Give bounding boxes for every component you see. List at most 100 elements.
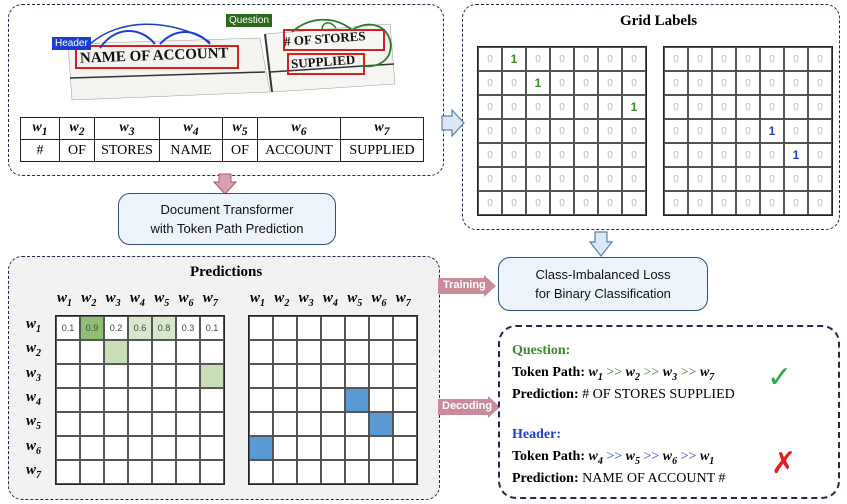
- prediction-cell: [345, 364, 369, 388]
- prediction-cell: [152, 388, 176, 412]
- prediction-cell: [273, 436, 297, 460]
- prediction-cell: [321, 412, 345, 436]
- prediction-cell: [321, 436, 345, 460]
- grid-label-cell: 0: [574, 143, 598, 167]
- document-scan-illustration: [67, 18, 396, 101]
- grid-label-cell: 0: [478, 95, 502, 119]
- prediction-cell: [369, 316, 393, 340]
- token-value: #: [20, 139, 60, 162]
- header-pred-label: Prediction:: [512, 471, 583, 486]
- token-value: SUPPLIED: [340, 139, 424, 162]
- header-title: Header:: [512, 427, 561, 442]
- prediction-cell: [200, 340, 224, 364]
- grid-label-cell: 0: [598, 167, 622, 191]
- prediction-cell: [321, 340, 345, 364]
- grid-label-cell: 0: [712, 191, 736, 215]
- grid-label-cell: 1: [622, 95, 646, 119]
- prediction-cell: [80, 460, 104, 484]
- prediction-cell: 0.9: [80, 316, 104, 340]
- cross-icon: ✗: [771, 446, 797, 481]
- grid-label-cell: 0: [736, 71, 760, 95]
- prediction-cell: [297, 460, 321, 484]
- decoding-arrow: Decoding: [438, 396, 500, 418]
- token-table-value-row: # OF STORES NAME OF ACCOUNT SUPPLIED: [20, 139, 424, 162]
- grid-label-cell: 0: [622, 191, 646, 215]
- grid-label-cell: 0: [688, 71, 712, 95]
- header-path-value: w4 >> w5 >> w6 >> w1: [588, 449, 715, 467]
- prediction-cell: [321, 460, 345, 484]
- prediction-cell: 0.2: [104, 316, 128, 340]
- prediction-cell: [152, 460, 176, 484]
- question-tag: Question: [226, 14, 273, 27]
- prediction-cell: [249, 364, 273, 388]
- prediction-cell: [80, 388, 104, 412]
- prediction-cell: [321, 364, 345, 388]
- prediction-cell: [273, 316, 297, 340]
- prediction-cell: [393, 412, 417, 436]
- prediction-cell: [80, 436, 104, 460]
- grid-label-cell: 0: [784, 167, 808, 191]
- prediction-cell: [56, 388, 80, 412]
- prediction-cell: [176, 388, 200, 412]
- grid-label-cell: 0: [478, 191, 502, 215]
- grid-label-cell: 0: [784, 95, 808, 119]
- prediction-cell: [176, 412, 200, 436]
- grid-label-cell: 0: [478, 143, 502, 167]
- grid-label-cell: 0: [526, 119, 550, 143]
- token-header-w4: w4: [159, 117, 223, 140]
- grid-label-cell: 1: [502, 47, 526, 71]
- prediction-row-label: w6: [26, 437, 42, 457]
- prediction-row-label: w7: [26, 461, 42, 481]
- prediction-cell: [152, 412, 176, 436]
- header-pred-value: NAME OF ACCOUNT #: [582, 471, 726, 486]
- prediction-cell: [176, 340, 200, 364]
- prediction-cell: [249, 412, 273, 436]
- prediction-cell: [200, 412, 224, 436]
- prediction-col-label: w1: [57, 290, 73, 309]
- grid-label-cell: 0: [478, 71, 502, 95]
- decoding-label: Decoding: [442, 400, 493, 412]
- prediction-cell: [393, 340, 417, 364]
- token-header-w5: w5: [222, 117, 258, 140]
- prediction-cell: [369, 340, 393, 364]
- grid-label-cell: 0: [808, 119, 832, 143]
- grid-label-cell: 0: [478, 47, 502, 71]
- grid-label-cell: 0: [688, 119, 712, 143]
- grid-label-cell: 1: [784, 143, 808, 167]
- transformer-line2: with Token Path Prediction: [150, 221, 304, 236]
- prediction-cell: [297, 364, 321, 388]
- training-arrow: Training: [438, 275, 496, 297]
- prediction-cell: [321, 316, 345, 340]
- grid-label-cell: 0: [712, 47, 736, 71]
- prediction-cell: [80, 412, 104, 436]
- prediction-cell: [104, 436, 128, 460]
- grid-label-cell: 0: [526, 143, 550, 167]
- prediction-col-label: w7: [395, 290, 411, 309]
- prediction-cell: [56, 460, 80, 484]
- grid-labels-title: Grid Labels: [620, 13, 698, 29]
- grid-label-cell: 0: [478, 167, 502, 191]
- loss-line2: for Binary Classification: [535, 286, 671, 301]
- prediction-row-label: w3: [26, 364, 42, 384]
- grid-label-cell: 0: [574, 167, 598, 191]
- grid-label-cell: 0: [808, 191, 832, 215]
- token-table: w1 w2 w3 w4 w5 w6 w7 # OF STORES NAME OF…: [20, 117, 424, 162]
- prediction-cell: [297, 316, 321, 340]
- prediction-cell: [56, 364, 80, 388]
- grid-label-cell: 0: [598, 119, 622, 143]
- question-prediction: Prediction: # OF STORES SUPPLIED: [512, 387, 735, 403]
- grid-label-cell: 0: [502, 95, 526, 119]
- grid-label-cell: 0: [664, 167, 688, 191]
- grid-labels-panel: [462, 4, 840, 230]
- grid-label-cell: 0: [664, 119, 688, 143]
- prediction-cell: [393, 364, 417, 388]
- prediction-cell: [200, 436, 224, 460]
- grid-label-cell: 0: [736, 95, 760, 119]
- prediction-cell: [393, 316, 417, 340]
- grid-label-cell: 0: [598, 143, 622, 167]
- token-header-w7: w7: [340, 117, 424, 140]
- question-token-path: Token Path: w1 >> w2 >> w3 >> w7: [512, 365, 714, 383]
- grid-label-cell: 0: [760, 95, 784, 119]
- grid-label-cell: 0: [598, 191, 622, 215]
